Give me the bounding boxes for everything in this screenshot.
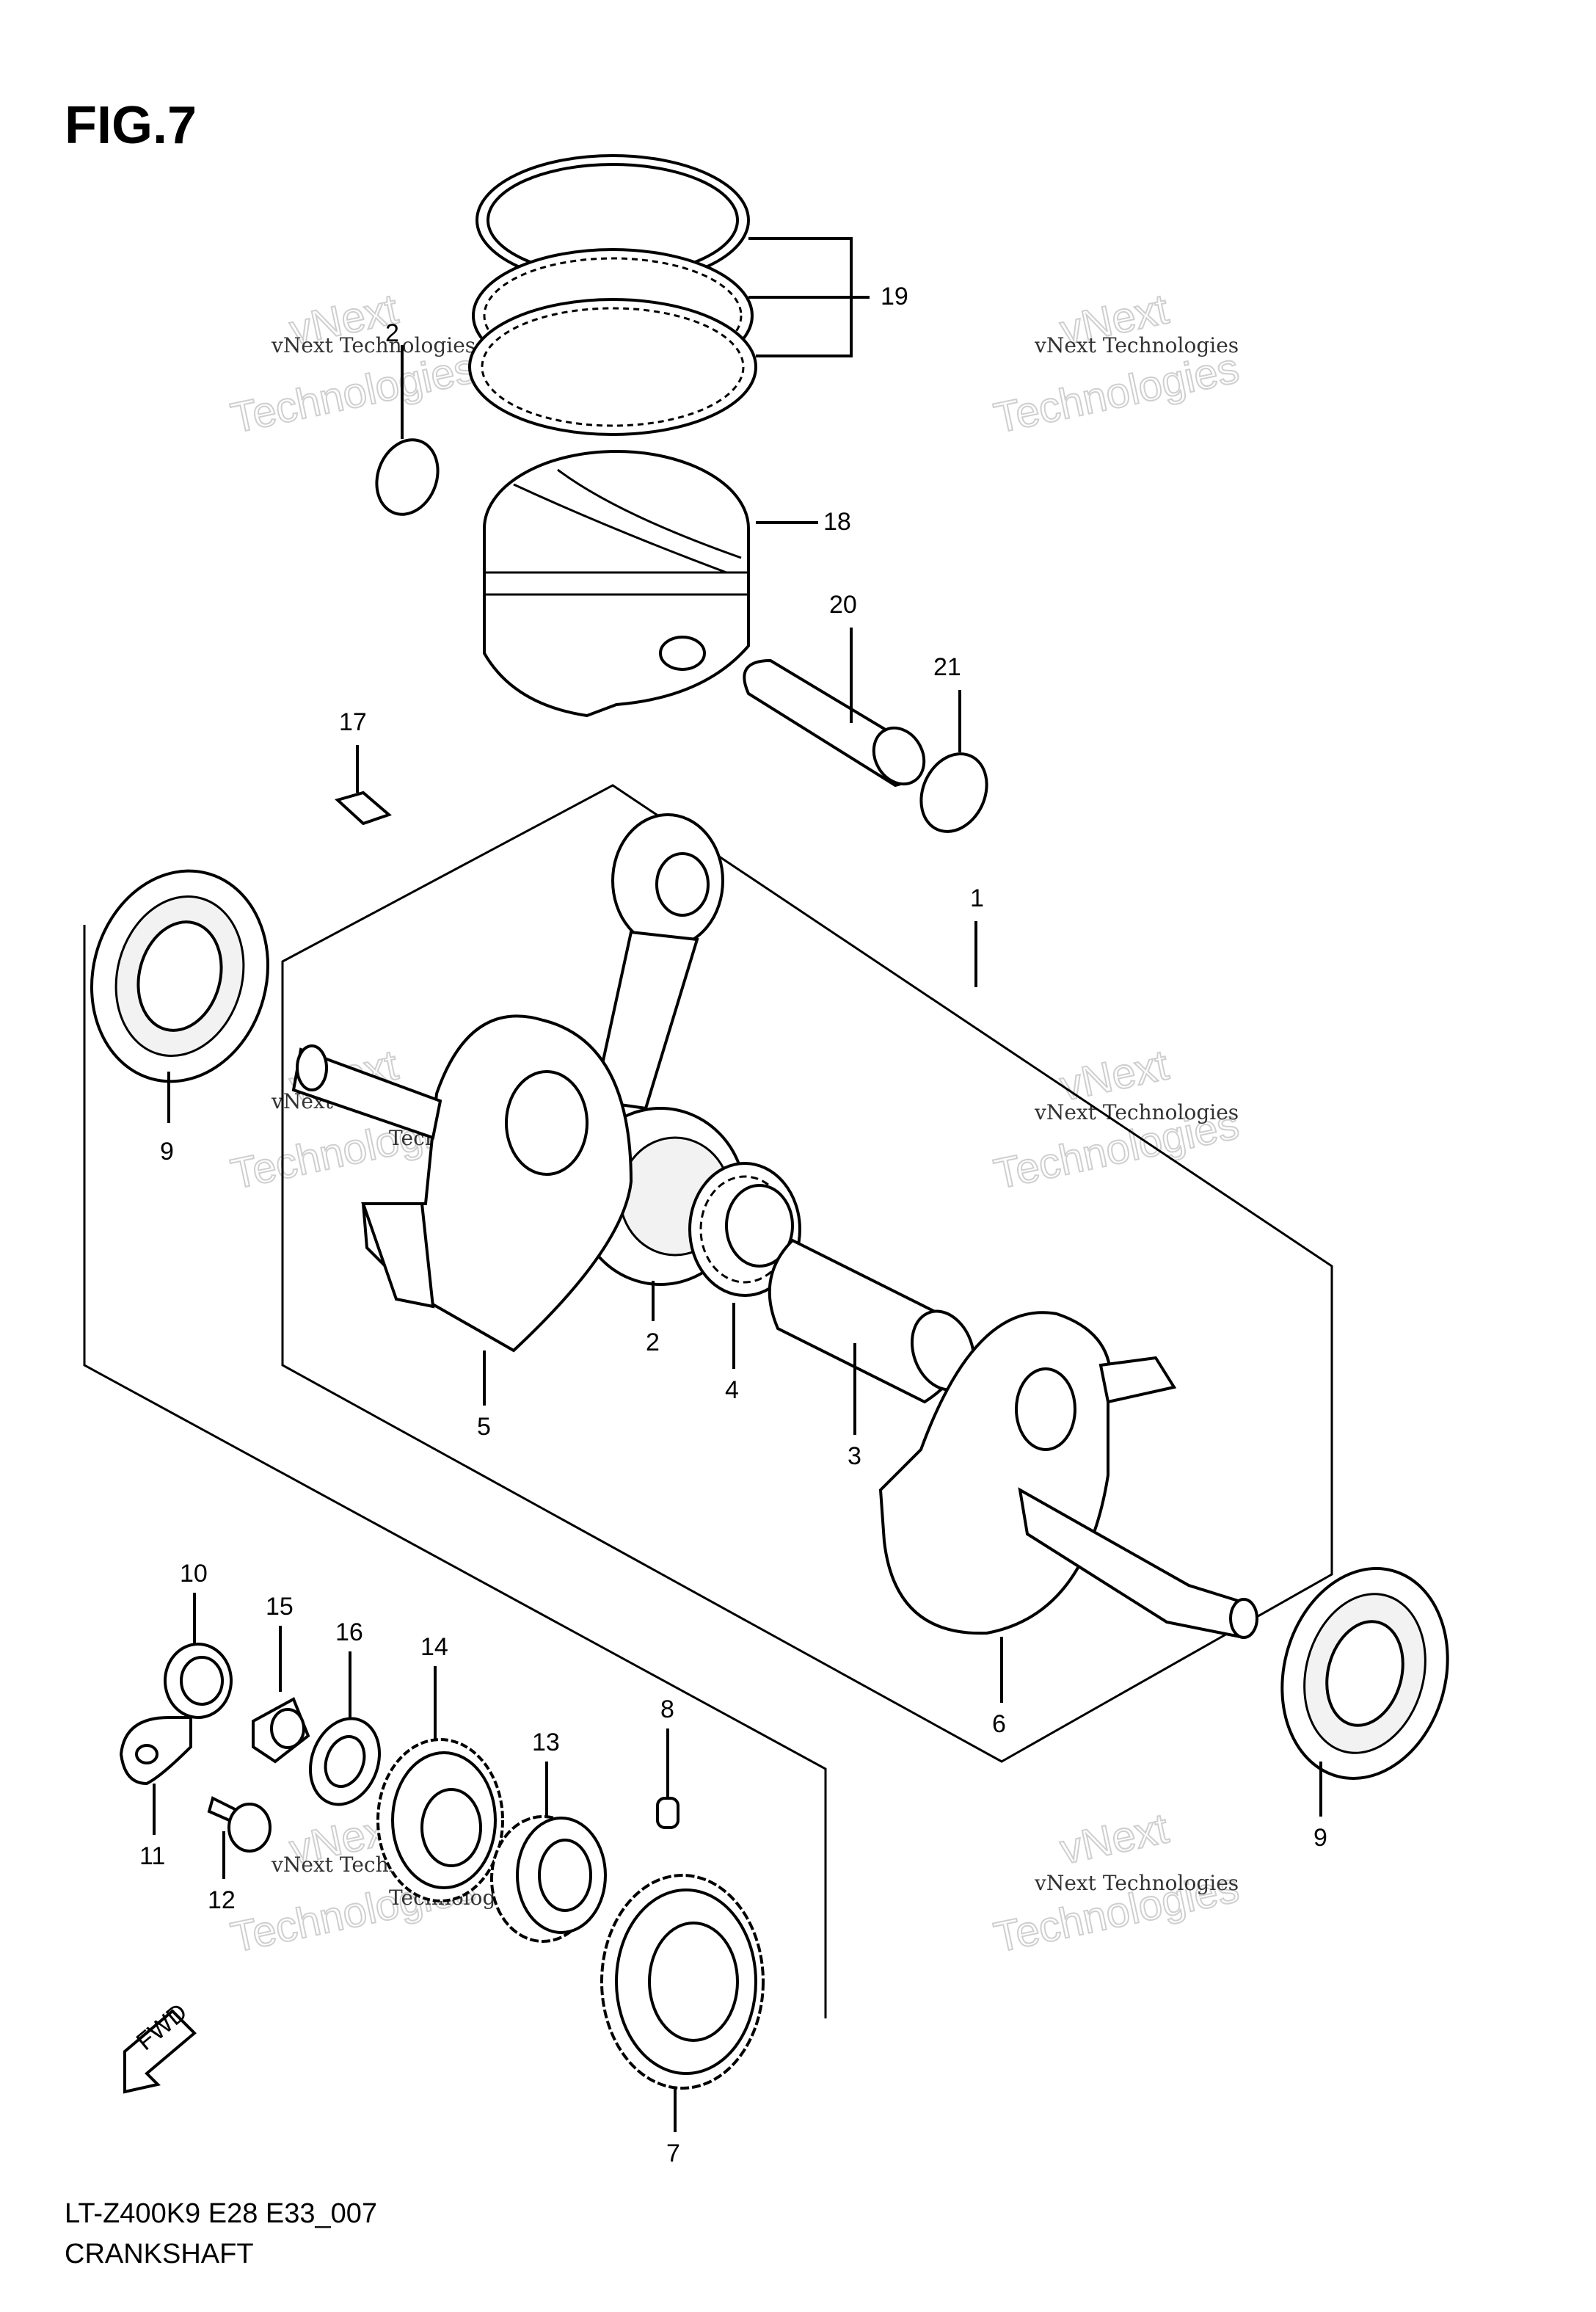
part-number-21-left: 2 [385, 319, 399, 347]
bearing-set-box [83, 925, 827, 2018]
part-number-8: 8 [660, 1695, 674, 1723]
piston-pin-circlip-right [919, 752, 988, 833]
part-number-13: 13 [532, 1728, 560, 1756]
part-number-21: 21 [933, 653, 961, 681]
watermark-line: vNext Technologies [1034, 1100, 1239, 1124]
part-number-6: 6 [992, 1710, 1006, 1738]
part-number-4: 4 [725, 1376, 739, 1404]
watermark-bottom-right: vNext Technologies vNext Technologies [989, 1803, 1244, 1962]
part-number-2: 2 [646, 1328, 660, 1356]
retainer-plate [119, 1716, 192, 1835]
crank-web-right [878, 1311, 1258, 1703]
part-number-9-left: 9 [160, 1138, 174, 1166]
part-number-11: 11 [139, 1842, 165, 1870]
crank-web-left [291, 1014, 633, 1406]
watermark-word1: vNext [1056, 1804, 1173, 1873]
part-number-1: 1 [970, 884, 984, 912]
primary-drive-gear [600, 1874, 765, 2132]
balancer-washer [308, 1651, 382, 1806]
part-number-5: 5 [477, 1413, 491, 1441]
part-number-3: 3 [848, 1442, 861, 1470]
part-number-17: 17 [339, 708, 367, 736]
part-number-20: 20 [829, 591, 857, 619]
forward-direction-arrow: FWD [123, 1998, 197, 2094]
part-number-10: 10 [180, 1560, 208, 1588]
piston-rings [468, 154, 870, 436]
bearing-left [90, 869, 269, 1123]
part-number-15: 15 [266, 1593, 294, 1621]
part-number-16: 16 [335, 1618, 363, 1646]
watermark-line: vNext Technologies [1034, 333, 1239, 357]
piston-pin [743, 628, 926, 788]
figure-title: FIG.7 [65, 96, 197, 155]
balancer-nut [252, 1626, 310, 1764]
bearing-right [1280, 1567, 1449, 1817]
woodruff-key [335, 745, 392, 826]
retainer-screw [207, 1796, 272, 1879]
part-number-18: 18 [823, 508, 851, 536]
watermark-line: vNext Technologies [271, 333, 475, 357]
crankshaft-assembly-box [281, 784, 1333, 1763]
part-number-19: 19 [881, 283, 908, 310]
watermark-line: vNext Technologies [1034, 1871, 1239, 1895]
section-name: CRANKSHAFT [65, 2239, 254, 2269]
crank-pin-bearing [688, 1162, 801, 1369]
gear-bearing [490, 1762, 607, 1943]
watermark-top-right: vNext Technologies vNext Technologies [989, 284, 1244, 443]
part-number-9-right: 9 [1313, 1824, 1327, 1852]
watermark-word2: Technologies [227, 344, 480, 443]
small-bearing [164, 1593, 233, 1719]
model-code: LT-Z400K9 E28 E33_007 [65, 2198, 378, 2229]
piston-pin-circlip-left [375, 438, 440, 516]
part-number-labels: 19 2 18 20 21 17 1 9 2 4 5 3 6 9 10 15 1… [139, 283, 1327, 2167]
part-number-7: 7 [666, 2140, 680, 2167]
piston [483, 450, 818, 718]
watermark-mid-right: vNext Technologies vNext Technologies [989, 1040, 1244, 1199]
balancer-drive-gear [376, 1666, 504, 1902]
part-number-12: 12 [208, 1886, 236, 1914]
watermark-word2: Technologies [990, 344, 1243, 443]
dowel-pin [656, 1728, 679, 1829]
part-number-14: 14 [420, 1633, 448, 1661]
watermark-top-left: vNext Technologies vNext Technologies [226, 284, 481, 443]
